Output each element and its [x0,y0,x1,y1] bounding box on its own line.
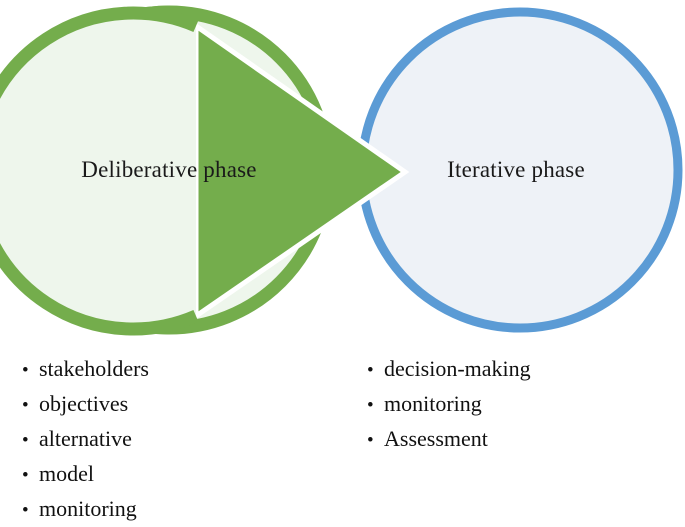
bullet-icon: • [367,395,374,416]
bullet-icon: • [22,465,29,486]
list-item-label: objectives [39,391,129,416]
list-item: • Assessment [367,422,667,457]
bullet-icon: • [22,430,29,451]
bullet-icon: • [367,430,374,451]
bullet-icon: • [22,395,29,416]
bullet-icon: • [367,360,374,381]
phase-diagram-graphic [0,5,683,336]
iterative-phase-label: Iterative phase [447,157,585,182]
deliberative-inner-ring [0,6,199,336]
deliberative-phase-list: • stakeholders • objectives • alternativ… [22,352,322,527]
bullet-icon: • [22,360,29,381]
iterative-phase-list: • decision-making • monitoring • Assessm… [367,352,667,457]
list-item: • decision-making [367,352,667,387]
list-item-label: alternative [39,426,132,451]
list-item: • monitoring [367,387,667,422]
deliberative-phase-label: Deliberative phase [81,157,257,182]
list-item-label: model [39,461,94,486]
list-item-label: Assessment [384,426,488,451]
list-item: • monitoring [22,492,322,527]
list-item-label: decision-making [384,356,531,381]
bullet-icon: • [22,500,29,521]
list-item: • alternative [22,422,322,457]
deliberative-inner-fill [0,13,196,329]
list-item-label: monitoring [39,496,137,521]
list-item-label: monitoring [384,391,482,416]
list-item: • objectives [22,387,322,422]
list-item: • model [22,457,322,492]
list-item-label: stakeholders [39,356,149,381]
list-item: • stakeholders [22,352,322,387]
